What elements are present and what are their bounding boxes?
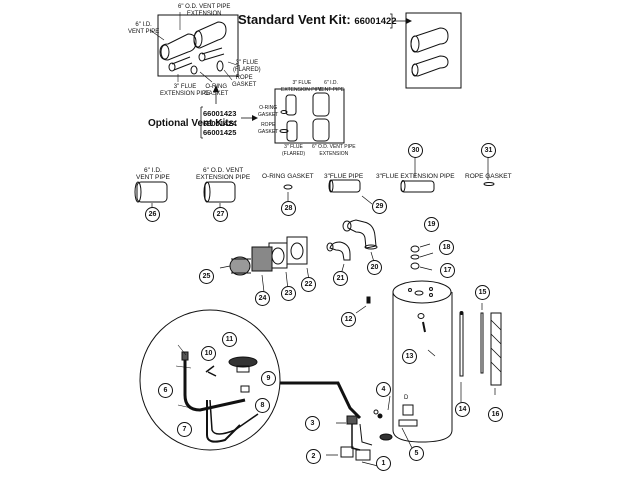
callout-13: 13 [402,349,417,364]
water-heater-tank [392,280,453,443]
callout-1: 1 [376,456,391,471]
callout-30: 30 [408,143,423,158]
standard-kit-box [157,14,239,77]
callout-27: 27 [213,207,228,222]
vent-cap-25 [229,256,251,276]
callout-5: 5 [409,446,424,461]
gas-valve-assembly [340,409,393,461]
o-ring-gasket-28 [283,184,293,190]
optional-kit-item-label: O-RING GASKET [258,105,279,118]
callout-17: 17 [440,263,455,278]
optional-kits-title: Optional Vent Kits: [148,118,238,129]
callout-23: 23 [281,286,296,301]
anode-rod-15 [480,312,484,374]
callout-14: 14 [455,402,470,417]
callout-25: 25 [199,269,214,284]
callout-8: 8 [255,398,270,413]
callout-6: 6 [158,383,173,398]
optional-kit-item-label: 6" I.D. VENT PIPE [318,80,345,93]
optional-kit-item-label: ROPE GASKET [258,122,279,135]
rope-gasket-31 [483,182,495,186]
pilot-assembly-detail [181,351,259,443]
flue-pipe-29 [328,179,361,193]
callout-7: 7 [177,422,192,437]
vent-extension-pipe-27 [203,181,236,203]
callout-11: 11 [222,332,237,347]
tank-marker: D [404,395,409,401]
vent-frame-24 [251,246,273,272]
part-label-29: 3"FLUE PIPE [324,173,364,180]
callout-29: 29 [372,199,387,214]
standard-kit-pipe-2 [411,55,449,77]
standard-kit-flue-flared [198,47,225,62]
callout-19: 19 [424,217,439,232]
elbow-21 [326,241,351,261]
standard-kit-rope-gasket [216,60,224,72]
standard-kit-item-label: O-RING GASKET [204,84,229,97]
optional-kit-item-label: 3" FLUE (FLARED) [282,144,306,157]
vent-plate-22 [286,236,308,265]
optional-kit-item-label: 6" O.D. VENT PIPE EXTENSION [312,144,356,157]
standard-kit-vent-pipe [159,33,197,61]
callout-18: 18 [439,240,454,255]
part-label-31: ROPE GASKET [465,173,512,180]
standard-kit-label: Standard Vent Kit: [238,12,351,27]
callout-12: 12 [341,312,356,327]
optional-kit-numbers: 66001423 66001424 66001425 [203,109,236,138]
callout-24: 24 [255,291,270,306]
detail-leader [280,381,362,420]
part-label-30: 3"FLUE EXTENSION PIPE [376,173,455,180]
optional-kit-number: 66001423 [203,109,237,118]
vent-pipe-26 [134,181,168,203]
callout-26: 26 [145,207,160,222]
callout-22: 22 [301,277,316,292]
callout-15: 15 [475,285,490,300]
standard-kit-item-label: 3" FLUE (FLARED) [233,60,261,73]
standard-kit-item-label: ROPE GASKET [232,75,257,88]
callout-9: 9 [261,371,276,386]
optional-kit-item-label: 3" FLUE EXTENSION PIPE [281,80,323,93]
part-label-26: 6" I.D. VENT PIPE [136,167,170,181]
standard-kit-pipe-1 [410,27,449,53]
callout-21: 21 [333,271,348,286]
standard-kit-item-label: 6" O.D. VENT PIPE EXTENSION [178,4,231,17]
callout-31: 31 [481,143,496,158]
optional-kit-number: 66001425 [203,128,237,137]
standard-kit-part-number: 66001422 [354,16,397,27]
elbow-20 [342,219,378,250]
callout-16: 16 [488,407,503,422]
standard-kit-vent-extension [193,21,227,49]
callout-4: 4 [376,382,391,397]
standard-kit-item-label: 3" FLUE EXTENSION PIPE [160,84,211,97]
standard-kit-o-ring [190,65,198,75]
flex-rod-16 [490,312,502,386]
part-label-28: O-RING GASKET [262,173,314,180]
standard-kit-title: Standard Vent Kit: 66001422 [238,12,397,27]
callout-20: 20 [367,260,382,275]
optional-kit-box [274,88,345,144]
optional-kit-number: 66001424 [203,118,237,128]
standard-kit-parts-box [405,12,462,89]
callout-3: 3 [305,416,320,431]
callout-2: 2 [306,449,321,464]
callout-28: 28 [281,201,296,216]
standard-kit-item-label: 6" I.D. VENT PIPE [128,22,160,35]
standard-kit-flue-extension [168,56,193,72]
flue-extension-pipe-30 [400,180,435,193]
part-label-27: 6" O.D. VENT EXTENSION PIPE [196,167,251,181]
callout-10: 10 [201,346,216,361]
detail-circle [139,309,281,451]
anode-rod-14 [459,313,464,377]
